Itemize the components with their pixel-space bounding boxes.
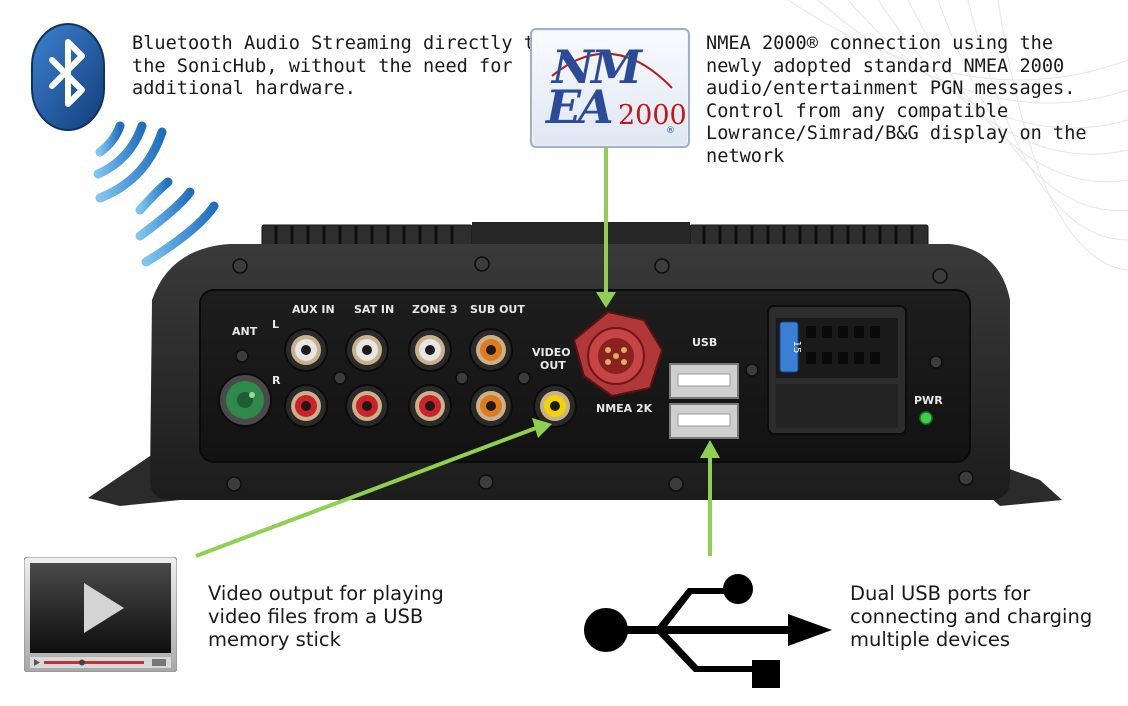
logo-ea-text: EA <box>546 80 614 134</box>
nmea-arrowhead <box>596 292 616 308</box>
video-arrowhead <box>532 418 552 438</box>
logo-year-text: 2000 <box>618 100 687 131</box>
label-sat-in: SAT IN <box>354 303 394 316</box>
bluetooth-icon <box>31 23 219 267</box>
nmea-2k-connector <box>572 310 664 398</box>
rca-top-row <box>284 328 513 372</box>
callout-lines <box>195 148 712 558</box>
label-r: R <box>272 374 281 387</box>
logo-arc <box>551 52 673 89</box>
label-sub-out: SUB OUT <box>470 303 525 316</box>
label-out: OUT <box>540 359 566 372</box>
rca-video-out <box>533 384 577 428</box>
label-usb: USB <box>692 336 717 349</box>
rca-aux-in-left <box>284 328 328 372</box>
video-caption: Video output for playing video files fro… <box>208 582 444 651</box>
bluetooth-caption: Bluetooth Audio Streaming directly to th… <box>132 33 546 99</box>
usb-caption: Dual USB ports for connecting and chargi… <box>850 582 1093 651</box>
callout-arrowheads <box>532 292 720 458</box>
fuse-rating: 15 <box>791 341 802 354</box>
nmea-caption: NMEA 2000® connection using the newly ad… <box>706 33 1087 167</box>
rca-zone3-left <box>408 328 452 372</box>
label-nmea2k: NMEA 2K <box>596 402 653 415</box>
video-callout-line <box>195 426 537 558</box>
nmea-2000-logo: NM EA 2000 ® <box>530 28 690 148</box>
rca-bottom-row <box>284 384 577 428</box>
label-l: L <box>272 318 279 331</box>
usb-ports <box>669 363 739 439</box>
rca-sat-in-right <box>345 384 389 428</box>
rca-sat-in-left <box>345 328 389 372</box>
usb-symbol-icon <box>584 574 832 688</box>
label-video: VIDEO <box>532 346 571 359</box>
screws <box>226 256 974 492</box>
label-ant: ANT <box>232 325 258 338</box>
rca-zone3-right <box>408 384 452 428</box>
label-zone3: ZONE 3 <box>412 303 458 316</box>
logo-nm-text: NM <box>552 40 642 94</box>
usb-arrowhead <box>700 440 720 458</box>
video-player-icon <box>24 557 177 672</box>
rca-aux-in-right <box>284 384 328 428</box>
background-swirl <box>787 0 1128 271</box>
rca-sub-out-right <box>469 384 513 428</box>
power-connector <box>767 305 907 435</box>
antenna-connector <box>218 373 272 427</box>
logo-registered-mark: ® <box>666 126 675 136</box>
rca-sub-out-left <box>469 328 513 372</box>
label-pwr: PWR <box>914 394 943 407</box>
label-aux-in: AUX IN <box>292 303 335 316</box>
power-led <box>919 411 933 425</box>
